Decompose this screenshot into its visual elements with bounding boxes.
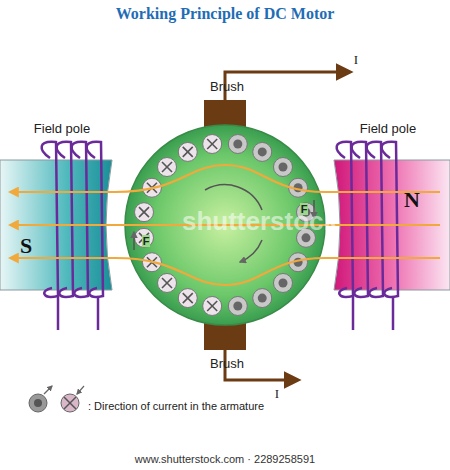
pole-label: Field pole	[34, 122, 90, 137]
legend-text: : Direction of current in the armature	[88, 400, 264, 413]
title: Working Principle of DC Motor	[116, 5, 335, 23]
current-label: I	[275, 387, 279, 402]
pole-letter: S	[20, 233, 32, 258]
watermark: www.shutterstock.com · 2289258591	[135, 453, 315, 466]
current-label: I	[354, 53, 358, 68]
brush-label: Brush	[210, 80, 244, 95]
field-pole: S	[0, 160, 112, 290]
brush-label: Brush	[210, 357, 244, 372]
watermark: shutterstock	[182, 207, 338, 237]
field-pole: N	[334, 160, 450, 290]
pole-label: Field pole	[360, 122, 416, 137]
pole-letter: N	[404, 187, 420, 212]
force-label: F	[142, 235, 151, 248]
